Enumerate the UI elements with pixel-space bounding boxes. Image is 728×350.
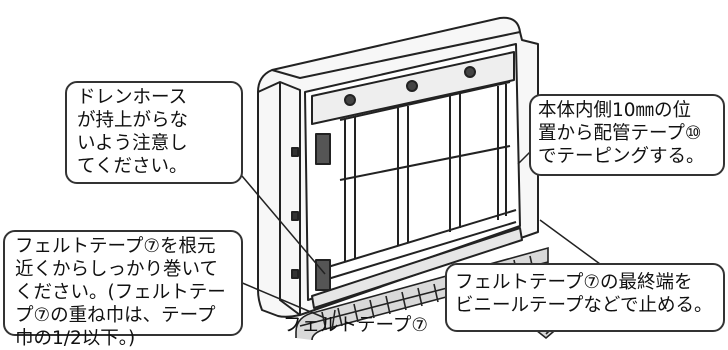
callout-drain-hose: ドレンホース が持上がらな いよう注意し てください。 xyxy=(65,81,243,184)
callout-line: プ⑦の重ね巾は、テープ xyxy=(15,305,216,326)
callout-line: ください。(フェルトテー xyxy=(15,282,226,303)
callout-line: フェルトテープ⑦を根元 xyxy=(15,236,216,257)
callout-line: ビニールテープなどで止める。 xyxy=(455,295,713,316)
felt-tape-label: フェルトテープ⑦ xyxy=(283,315,428,336)
callout-piping-tape: 本体内側10㎜の位 置から配管テープ⑩ でテーピングする。 xyxy=(529,94,725,176)
callout-felt-tape-wrap: フェルトテープ⑦を根元 近くからしっかり巻いて ください。(フェルトテー プ⑦の… xyxy=(3,230,243,349)
callout-line: 本体内側10㎜の位 xyxy=(538,100,692,121)
indoor-unit-body xyxy=(257,16,539,318)
callout-line: 近くからしっかり巻いて xyxy=(15,259,218,280)
callout-line: が持上がらな xyxy=(77,110,189,131)
callout-line: いよう注意し xyxy=(77,133,188,154)
callout-line: 巾の1/2以下。) xyxy=(15,328,136,349)
callout-line: 置から配管テープ⑩ xyxy=(538,123,702,144)
callout-line: ドレンホース xyxy=(77,87,188,108)
callout-felt-tape-end: フェルトテープ⑦の最終端を ビニールテープなどで止める。 xyxy=(445,263,725,332)
callout-line: フェルトテープ⑦の最終端を xyxy=(455,272,693,293)
callout-line: てください。 xyxy=(77,156,188,177)
callout-line: でテーピングする。 xyxy=(538,146,705,167)
